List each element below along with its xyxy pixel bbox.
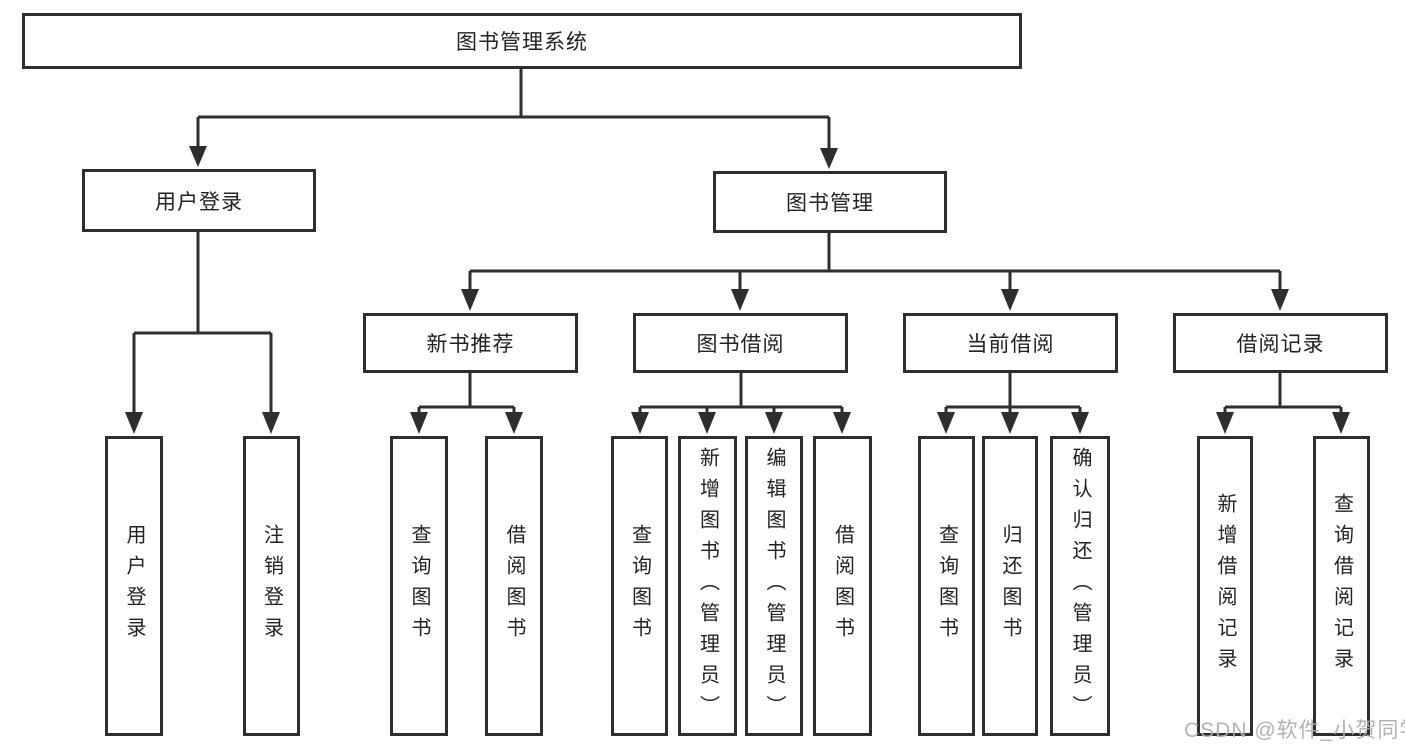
connector-new-book-split xyxy=(417,373,516,413)
leaf-label: 查询图书 xyxy=(408,524,430,648)
node-current-borrowing: 当前借阅 xyxy=(903,313,1118,373)
watermark-text: CSDN @软件_小贺同学 xyxy=(1184,719,1405,742)
node-user-login: 用户登录 xyxy=(82,169,316,232)
arrow-down-icon xyxy=(262,412,280,434)
leaf-label: 新增图书（管理员） xyxy=(696,446,719,726)
arrow-down-icon xyxy=(1001,412,1019,434)
arrow-down-icon xyxy=(461,289,479,311)
leaf-newbook-borrow-books: 借阅图书 xyxy=(485,436,543,736)
leaf-newbook-query-books: 查询图书 xyxy=(390,436,448,736)
leaf-label: 查询图书 xyxy=(628,524,651,648)
leaf-borrow-add-books-admin: 新增图书（管理员） xyxy=(678,436,737,736)
arrow-down-icon xyxy=(1216,412,1234,434)
node-label: 图书管理 xyxy=(786,192,874,215)
node-label: 当前借阅 xyxy=(966,333,1055,356)
node-borrowing-records: 借阅记录 xyxy=(1173,313,1388,373)
leaf-current-query-books: 查询图书 xyxy=(918,436,975,736)
arrow-down-icon xyxy=(698,412,716,434)
leaf-label: 确认归还（管理员） xyxy=(1069,446,1091,726)
arrow-down-icon xyxy=(125,412,143,434)
arrow-down-icon xyxy=(189,146,207,167)
node-label: 图书借阅 xyxy=(696,333,785,356)
node-new-book-recommend: 新书推荐 xyxy=(363,313,578,373)
connector-borrow-record-split xyxy=(1223,373,1343,413)
connector-user-login-split xyxy=(132,232,273,413)
leaf-label: 编辑图书（管理员） xyxy=(763,446,785,726)
leaf-label: 用户登录 xyxy=(123,524,145,648)
connector-arrows xyxy=(125,146,1350,434)
connector-current-borrow-split xyxy=(944,373,1082,413)
arrow-down-icon xyxy=(765,412,783,434)
arrow-down-icon xyxy=(410,412,428,434)
connector-book-borrow-split xyxy=(638,373,844,413)
leaf-borrow-edit-books-admin: 编辑图书（管理员） xyxy=(745,436,803,736)
leaf-current-confirm-return-admin: 确认归还（管理员） xyxy=(1050,436,1110,736)
node-label: 用户登录 xyxy=(155,190,243,214)
leaf-current-return-books: 归还图书 xyxy=(982,436,1038,736)
node-book-borrowing: 图书借阅 xyxy=(633,313,848,373)
leaf-label: 借阅图书 xyxy=(503,524,525,648)
leaf-borrow-borrow-books: 借阅图书 xyxy=(813,436,872,736)
arrow-down-icon xyxy=(1271,289,1289,311)
leaf-borrow-query-books: 查询图书 xyxy=(611,436,668,736)
leaf-logout: 注销登录 xyxy=(243,436,300,736)
arrow-down-icon xyxy=(1001,289,1019,311)
arrow-down-icon xyxy=(820,148,838,169)
node-book-management: 图书管理 xyxy=(713,171,947,233)
leaf-label: 查询借阅记录 xyxy=(1330,493,1353,679)
leaf-label: 新增借阅记录 xyxy=(1214,493,1236,679)
leaf-label: 借阅图书 xyxy=(831,524,854,648)
node-library-management-system: 图书管理系统 xyxy=(22,13,1022,69)
leaf-label: 归还图书 xyxy=(999,524,1021,648)
arrow-down-icon xyxy=(937,412,955,434)
leaf-label: 注销登录 xyxy=(260,524,283,648)
leaf-user-login: 用户登录 xyxy=(105,436,163,736)
node-label: 新书推荐 xyxy=(426,333,515,356)
arrow-down-icon xyxy=(833,412,851,434)
arrow-down-icon xyxy=(505,412,523,434)
leaf-records-add-borrow-record: 新增借阅记录 xyxy=(1197,436,1253,736)
arrow-down-icon xyxy=(1332,412,1350,434)
connector-book-management-split xyxy=(468,233,1282,290)
connector-root-split xyxy=(196,68,831,149)
connector-paths xyxy=(132,68,1343,413)
leaf-label: 查询图书 xyxy=(935,524,958,648)
leaf-records-query-borrow-record: 查询借阅记录 xyxy=(1313,436,1370,736)
node-label: 图书管理系统 xyxy=(456,31,588,54)
arrow-down-icon xyxy=(1071,412,1089,434)
node-label: 借阅记录 xyxy=(1236,333,1325,356)
arrow-down-icon xyxy=(631,412,649,434)
arrow-down-icon xyxy=(731,289,749,311)
